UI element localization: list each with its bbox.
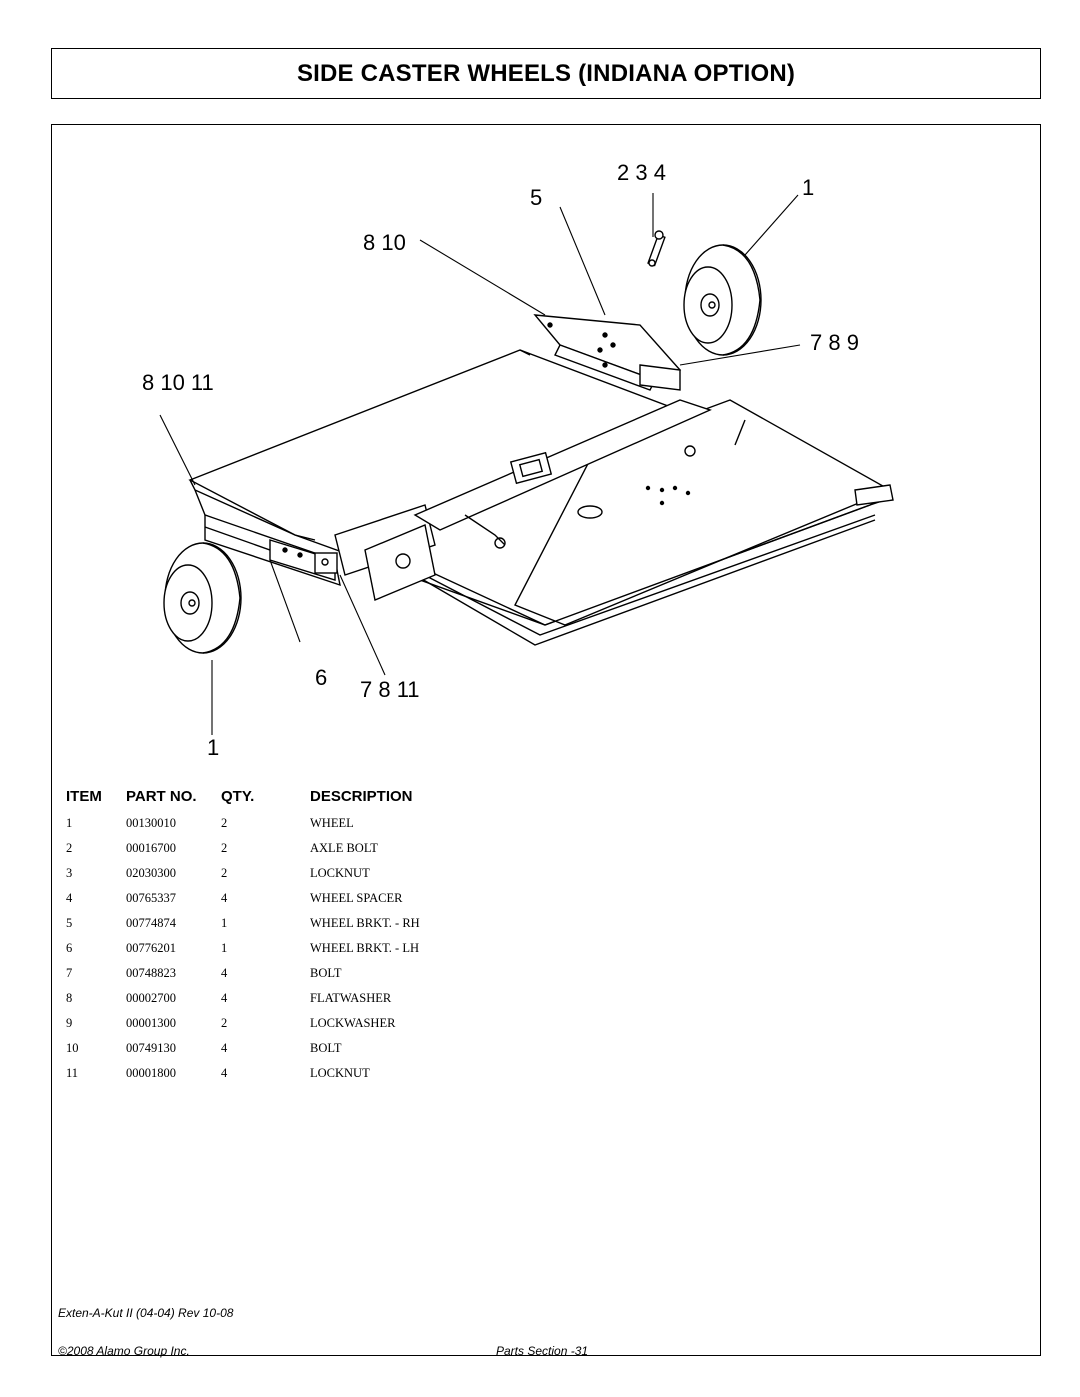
cell-description: WHEEL [310, 816, 354, 830]
table-row: 10 00749130 4 BOLT [0, 1041, 1080, 1066]
cell-item: 9 [66, 1016, 73, 1030]
table-row: 8 00002700 4 FLATWASHER [0, 991, 1080, 1016]
callout-8-10-11: 8 10 11 [142, 370, 214, 395]
callout-1-top: 1 [802, 175, 814, 200]
callout-7-8-9: 7 8 9 [810, 330, 859, 355]
cell-description: WHEEL BRKT. - LH [310, 941, 420, 955]
leader-lines [159, 193, 801, 735]
table-row: 1 00130010 2 WHEEL [0, 816, 1080, 841]
footer-doc-revision: Exten-A-Kut II (04-04) Rev 10-08 [58, 1306, 234, 1320]
cell-description: AXLE BOLT [310, 841, 378, 855]
callout-2-3-4: 2 3 4 [617, 160, 666, 185]
cell-description: WHEEL BRKT. - RH [310, 916, 420, 930]
cell-qty: 2 [221, 841, 228, 855]
table-row: 7 00748823 4 BOLT [0, 966, 1080, 991]
cell-item: 1 [66, 816, 73, 830]
header-qty: QTY. [221, 788, 255, 805]
header-part-no: PART NO. [126, 788, 197, 805]
cell-qty: 4 [221, 891, 228, 905]
page-title: SIDE CASTER WHEELS (INDIANA OPTION) [296, 59, 796, 87]
header-item: ITEM [66, 788, 102, 805]
parts-diagram: 2 3 4 5 1 8 10 7 8 9 8 10 11 6 7 8 11 1 [142, 160, 894, 760]
cell-part-no: 00001300 [126, 1016, 176, 1030]
cell-part-no: 00002700 [126, 991, 176, 1005]
cell-item: 2 [66, 841, 73, 855]
cell-qty: 1 [221, 941, 228, 955]
parts-table-body: 1 00130010 2 WHEEL 2 00016700 2 AXLE BOL… [0, 816, 1080, 1091]
callout-6: 6 [315, 665, 327, 690]
header-description: DESCRIPTION [310, 788, 413, 805]
cell-item: 4 [66, 891, 73, 905]
cell-part-no: 00748823 [126, 966, 176, 980]
callout-5: 5 [530, 185, 542, 210]
cell-item: 3 [66, 866, 73, 880]
callout-7-8-11: 7 8 11 [360, 677, 420, 702]
table-row: 2 00016700 2 AXLE BOLT [0, 841, 1080, 866]
cell-part-no: 00774874 [126, 916, 176, 930]
cell-item: 7 [66, 966, 73, 980]
table-row: 9 00001300 2 LOCKWASHER [0, 1016, 1080, 1041]
cell-description: BOLT [310, 966, 342, 980]
cell-part-no: 00776201 [126, 941, 176, 955]
cell-description: FLATWASHER [310, 991, 392, 1005]
cell-description: LOCKNUT [310, 1066, 370, 1080]
wheel-bracket-rh [533, 314, 682, 391]
callout-1-bottom: 1 [207, 735, 219, 760]
cell-part-no: 00765337 [126, 891, 176, 905]
mower-deck [188, 349, 894, 646]
cell-part-no: 02030300 [126, 866, 176, 880]
footer-page-reference: Parts Section -31 [496, 1344, 589, 1358]
cell-description: WHEEL SPACER [310, 891, 403, 905]
cell-qty: 4 [221, 991, 228, 1005]
axle-bolt [647, 230, 666, 267]
parts-table-header: ITEM PART NO. QTY. DESCRIPTION [0, 788, 1080, 808]
cell-description: BOLT [310, 1041, 342, 1055]
cell-item: 10 [66, 1041, 79, 1055]
cell-qty: 4 [221, 1041, 228, 1055]
table-row: 3 02030300 2 LOCKNUT [0, 866, 1080, 891]
title-box: SIDE CASTER WHEELS (INDIANA OPTION) [51, 48, 1041, 99]
cell-description: LOCKWASHER [310, 1016, 396, 1030]
cell-qty: 1 [221, 916, 228, 930]
content-box [51, 124, 1041, 1356]
table-row: 5 00774874 1 WHEEL BRKT. - RH [0, 916, 1080, 941]
wheel-top [683, 244, 762, 356]
cell-part-no: 00001800 [126, 1066, 176, 1080]
cell-qty: 2 [221, 1016, 228, 1030]
footer-copyright: ©2008 Alamo Group Inc. [58, 1344, 190, 1358]
cell-part-no: 00130010 [126, 816, 176, 830]
cell-qty: 4 [221, 966, 228, 980]
table-row: 4 00765337 4 WHEEL SPACER [0, 891, 1080, 916]
cell-qty: 2 [221, 866, 228, 880]
cell-qty: 4 [221, 1066, 228, 1080]
table-row: 6 00776201 1 WHEEL BRKT. - LH [0, 941, 1080, 966]
cell-item: 5 [66, 916, 73, 930]
callout-8-10-top: 8 10 [363, 230, 406, 255]
wheel-bottom [163, 542, 242, 654]
cell-item: 6 [66, 941, 73, 955]
cell-description: LOCKNUT [310, 866, 370, 880]
cell-part-no: 00749130 [126, 1041, 176, 1055]
cell-qty: 2 [221, 816, 228, 830]
table-row: 11 00001800 4 LOCKNUT [0, 1066, 1080, 1091]
cell-part-no: 00016700 [126, 841, 176, 855]
cell-item: 11 [66, 1066, 79, 1080]
cell-item: 8 [66, 991, 73, 1005]
